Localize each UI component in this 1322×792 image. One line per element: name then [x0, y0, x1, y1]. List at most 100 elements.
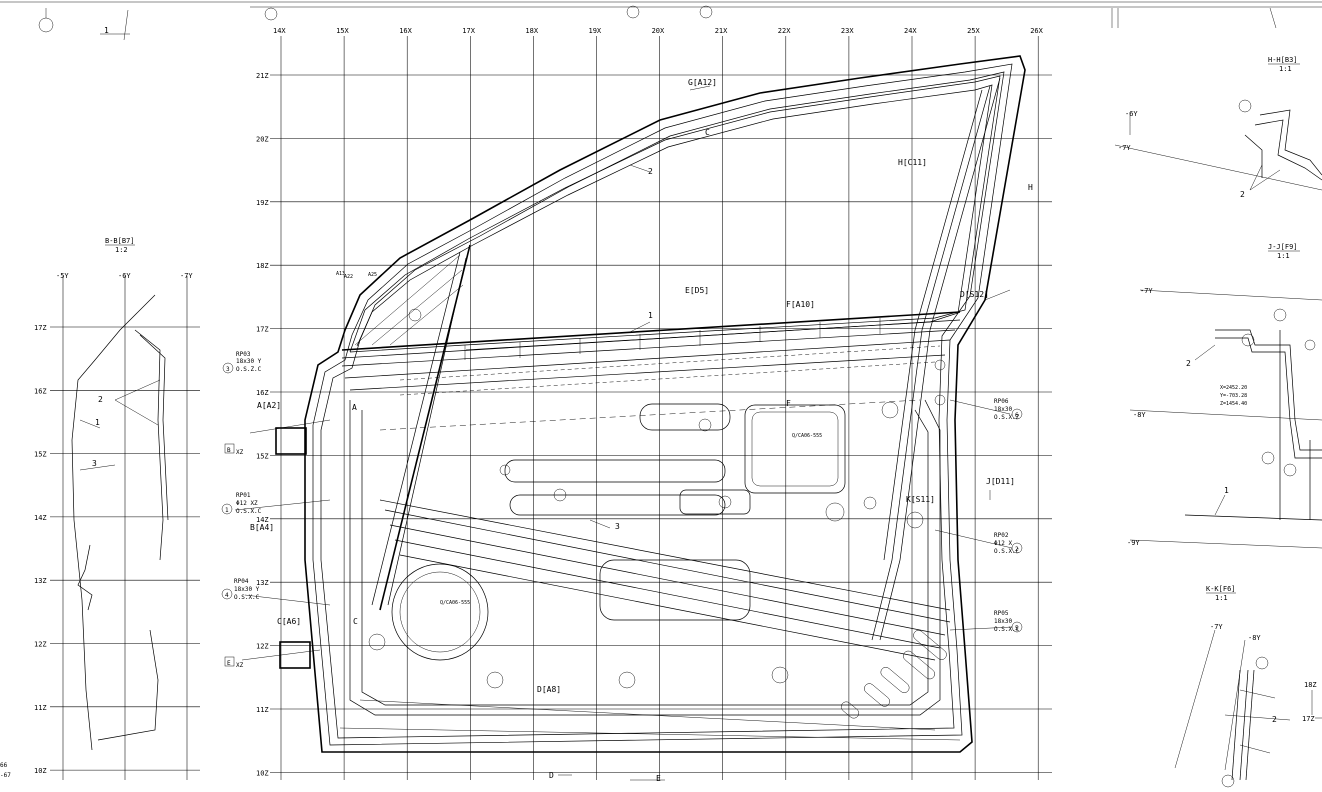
callout-d-s12: D[S12] [960, 290, 989, 299]
grid-label-x: 22X [778, 27, 791, 35]
box-e-note: XZ [236, 662, 244, 669]
section-h-callout-2: 2 [1240, 190, 1245, 199]
rp03-label: RP03 [236, 351, 251, 358]
callout-a-a2: A[A2] [257, 401, 281, 410]
rp04-circle-num: 4 [225, 592, 229, 599]
section-k-label-18z: 18Z [1304, 681, 1317, 689]
rp03-tol: O.S.Z.C [236, 366, 262, 373]
rp03-circle-num: 3 [226, 366, 230, 373]
section-j-coord-z: Z=1454.40 [1220, 401, 1247, 407]
section-j-j: J-J[F9] 1:1 -7Y -8Y -9Y 2 1 X=2452.20 Y=… [1127, 243, 1322, 549]
grid-label-x: 23X [841, 27, 854, 35]
grid-label-x: 15X [336, 27, 349, 35]
left-note-66: 66 [0, 762, 8, 769]
section-k-title: K-K[F6] [1206, 585, 1236, 593]
box-b-note: XZ [236, 449, 244, 456]
grid-label-z: 10Z [256, 769, 269, 777]
box-tag-e: E [227, 660, 231, 667]
section-b-label-y: -5Y [56, 272, 69, 280]
callout-h-right: H [1028, 183, 1033, 192]
rp02-circle-num: 2 [1015, 546, 1019, 553]
grid-label-z: 15Z [256, 452, 269, 460]
rp05-dim: 18x30 [994, 618, 1012, 625]
section-h-label-6y: -6Y [1125, 110, 1138, 118]
section-b-label-z: 15Z [34, 451, 47, 459]
rp04-label: RP04 [234, 578, 249, 585]
section-j-callout-2: 2 [1186, 359, 1191, 368]
grid-label-x: 19X [589, 27, 602, 35]
callout-g-a12: G[A12] [688, 78, 717, 87]
section-j-label-8y: -8Y [1133, 411, 1146, 419]
grid-label-z: 17Z [256, 326, 269, 334]
section-b-label-z: 11Z [34, 704, 47, 712]
grid-label-x: 16X [399, 27, 412, 35]
box-tag-b: B [227, 447, 231, 454]
section-b-label-z: 10Z [34, 767, 47, 775]
callout-j-d11: J[D11] [986, 477, 1015, 486]
grid-label-z: 12Z [256, 643, 269, 651]
rp02-tol: O.S.X.C [994, 548, 1020, 555]
grid-label-z: 14Z [256, 516, 269, 524]
rp06-circle-num: 6 [1015, 412, 1019, 419]
rp01-label: RP01 [236, 492, 251, 499]
regulator-note: Q/CA06-555 [792, 433, 822, 439]
section-b-label-y: -6Y [118, 272, 131, 280]
section-h-scale: 1:1 [1279, 65, 1292, 73]
section-k-scale: 1:1 [1215, 594, 1228, 602]
grid-label-x: 20X [652, 27, 665, 35]
rp01-dim: Φ12 XZ [236, 500, 258, 507]
section-k-callout-2: 2 [1272, 715, 1277, 724]
grid-label-x: 18X [525, 27, 538, 35]
grid-label-x: 17X [462, 27, 475, 35]
note-a13: A13 [336, 271, 345, 277]
callout-one-mid: 1 [648, 311, 653, 320]
rp04-tol: O.S.X.C [234, 594, 260, 601]
callout-c-a10: C [705, 128, 710, 137]
grid-label-x: 24X [904, 27, 917, 35]
section-h-h: H-H[B3] 1:1 -6Y -7Y 2 [1114, 56, 1322, 199]
grid-label-z: 18Z [256, 262, 269, 270]
section-b-callout-2: 2 [98, 395, 103, 404]
rp05-circle-num: 5 [1015, 625, 1019, 632]
callout-a-mark: A [352, 403, 357, 412]
grid-label-z: 16Z [256, 389, 269, 397]
callout-c-mark: C [353, 617, 358, 626]
section-b-callout-3: 3 [92, 459, 97, 468]
callout-f-a10: F[A10] [786, 300, 815, 309]
note-a22: A22 [344, 274, 353, 280]
rp01-circle-num: 1 [225, 507, 229, 514]
callout-e-bottom: E [656, 774, 661, 783]
rp06-dim: 18x30 [994, 406, 1012, 413]
grid-label-z: 13Z [256, 579, 269, 587]
section-j-callout-1: 1 [1224, 486, 1229, 495]
section-j-scale: 1:1 [1277, 252, 1290, 260]
callout-h-c11: H[C11] [898, 158, 927, 167]
section-k-k: K-K[F6] 1:1 -7Y -8Y 18Z 17Z 2 [1174, 585, 1322, 788]
rp02-dim: Φ12 X [994, 540, 1012, 547]
rp05-tol: O.S.X.C [994, 626, 1020, 633]
callout-c-a6: C[A6] [277, 617, 301, 626]
section-j-label-7y: -7Y [1140, 287, 1153, 295]
grid-label-x: 21X [715, 27, 728, 35]
section-j-title: J-J[F9] [1268, 243, 1298, 251]
rp02-label: RP02 [994, 532, 1009, 539]
section-b-label-z: 17Z [34, 324, 47, 332]
rp06-tol: O.S.X.Z [994, 414, 1020, 421]
rp05-label: RP05 [994, 610, 1009, 617]
section-b-label-z: 13Z [34, 577, 47, 585]
section-j-label-9y: -9Y [1127, 539, 1140, 547]
rp01-tol: O.S.X.C [236, 508, 262, 515]
grid-label-x: 14X [273, 27, 286, 35]
main-view-callouts: G[A12] C 2 H[C11] H E[D5] F[A10] 1 D[S12… [221, 78, 1033, 783]
note-a25: A25 [368, 272, 377, 278]
section-b-label-z: 16Z [34, 387, 47, 395]
section-b-label-z: 12Z [34, 641, 47, 649]
grid-label-z: 21Z [256, 72, 269, 80]
callout-two-top: 2 [648, 167, 653, 176]
section-b-b: B-B[B7] 1:2 2 1 3 -5Y-6Y-7Y17Z16Z15Z14Z1… [34, 237, 200, 780]
section-b-label-y: -7Y [180, 272, 193, 280]
grid-label-x: 26X [1030, 27, 1043, 35]
section-j-coord-x: X=2452.20 [1220, 385, 1247, 391]
